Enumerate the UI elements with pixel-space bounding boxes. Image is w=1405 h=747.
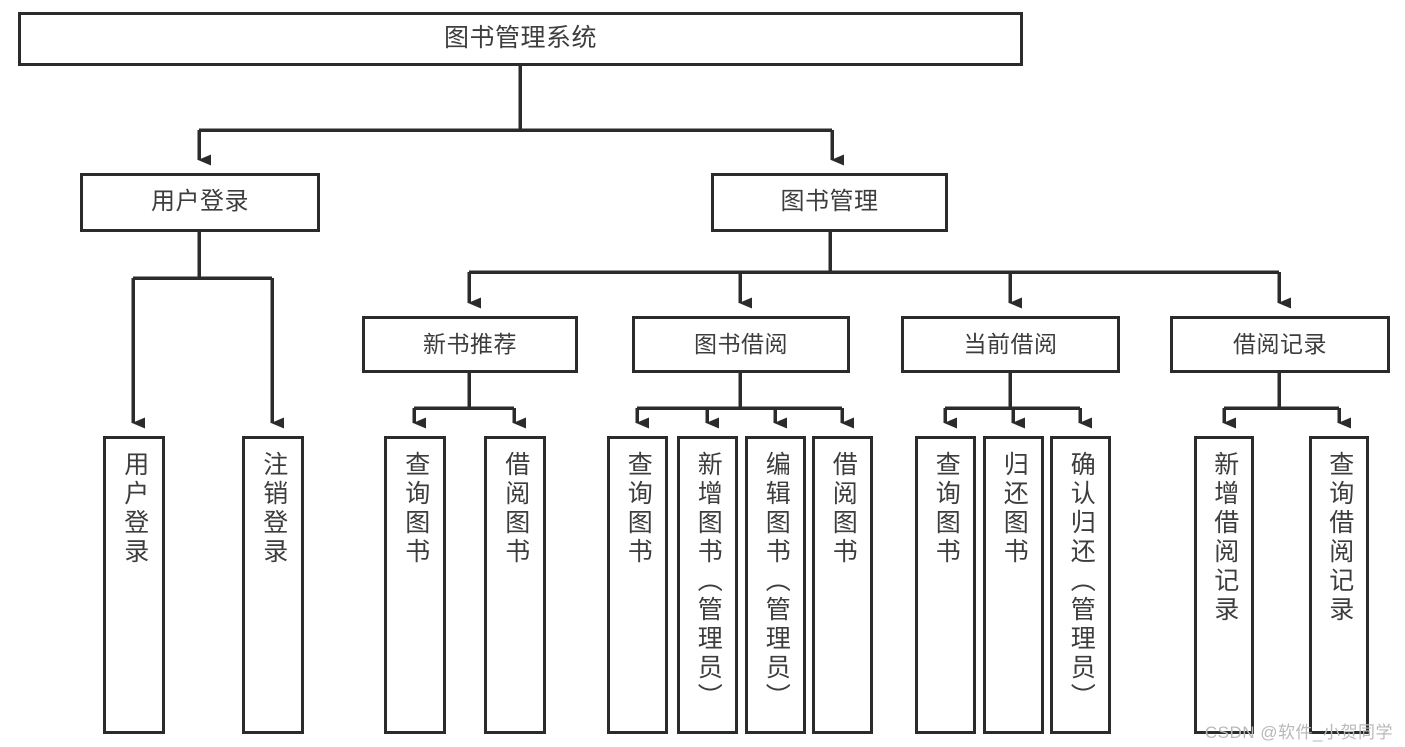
leaf-book-borrow-add-book-admin[interactable]: 新增图书（管理员） <box>677 436 738 734</box>
node-label: 图书管理 <box>780 188 879 216</box>
node-label: 借阅图书 <box>501 451 530 567</box>
leaf-book-borrow-borrow-book[interactable]: 借阅图书 <box>812 436 873 734</box>
node-label: 确认归还（管理员） <box>1067 451 1096 712</box>
node-label: 图书管理系统 <box>443 24 597 53</box>
leaf-user-login-logout[interactable]: 注销登录 <box>242 436 304 734</box>
node-label: 编辑图书（管理员） <box>762 451 791 712</box>
node-label: 注销登录 <box>259 451 288 567</box>
leaf-new-book-query-book[interactable]: 查询图书 <box>384 436 446 734</box>
node-label: 图书借阅 <box>694 330 788 357</box>
node-label: 用户登录 <box>151 188 249 216</box>
leaf-current-borrow-return-book[interactable]: 归还图书 <box>983 436 1044 734</box>
node-root-book-management-system[interactable]: 图书管理系统 <box>18 12 1023 66</box>
leaf-new-book-borrow-book[interactable]: 借阅图书 <box>484 436 546 734</box>
node-label: 当前借阅 <box>963 330 1058 357</box>
leaf-user-login-login[interactable]: 用户登录 <box>103 436 165 734</box>
node-user-login[interactable]: 用户登录 <box>80 173 320 232</box>
node-label: 查询图书 <box>401 451 430 567</box>
node-current-borrow[interactable]: 当前借阅 <box>901 316 1120 373</box>
node-label: 新增图书（管理员） <box>694 451 723 712</box>
leaf-current-borrow-confirm-return-admin[interactable]: 确认归还（管理员） <box>1050 436 1111 734</box>
node-label: 新增借阅记录 <box>1210 451 1239 625</box>
node-label: 查询图书 <box>624 451 653 567</box>
leaf-book-borrow-query-book[interactable]: 查询图书 <box>607 436 668 734</box>
node-label: 借阅记录 <box>1233 330 1327 357</box>
leaf-borrow-record-query-record[interactable]: 查询借阅记录 <box>1309 436 1369 734</box>
node-book-management[interactable]: 图书管理 <box>711 173 948 232</box>
node-label: 查询借阅记录 <box>1325 451 1354 625</box>
node-new-book-recommend[interactable]: 新书推荐 <box>362 316 578 373</box>
node-borrow-record[interactable]: 借阅记录 <box>1170 316 1390 373</box>
leaf-book-borrow-edit-book-admin[interactable]: 编辑图书（管理员） <box>745 436 806 734</box>
node-book-borrow[interactable]: 图书借阅 <box>632 316 850 373</box>
node-label: 借阅图书 <box>829 451 858 567</box>
leaf-borrow-record-add-record[interactable]: 新增借阅记录 <box>1194 436 1254 734</box>
watermark: CSDN @软件_小贺同学 <box>1204 723 1393 742</box>
node-label: 查询图书 <box>932 451 961 567</box>
node-label: 用户登录 <box>120 451 149 567</box>
leaf-current-borrow-query-book[interactable]: 查询图书 <box>915 436 976 734</box>
node-label: 新书推荐 <box>423 330 517 357</box>
node-label: 归还图书 <box>1000 451 1029 567</box>
